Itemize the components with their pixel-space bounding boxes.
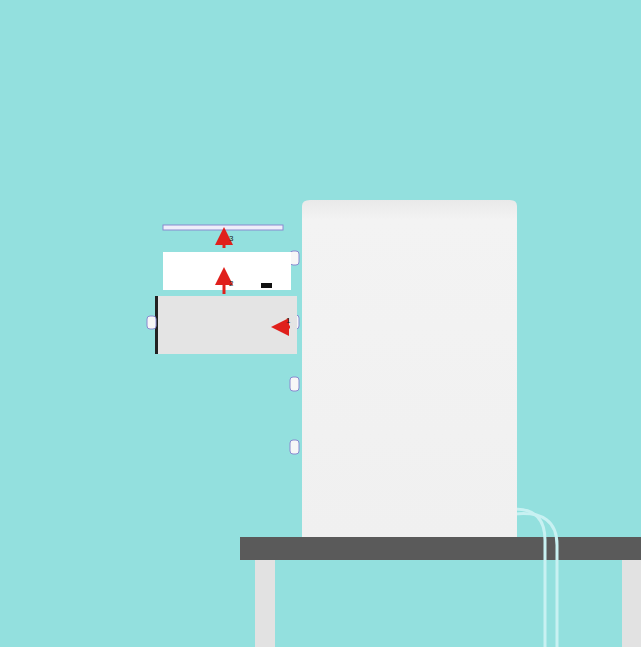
- direction-arrow: [223, 276, 226, 294]
- callout-number: 1: [286, 316, 290, 325]
- callout-number: 3: [229, 234, 233, 243]
- lid-plate: [163, 225, 283, 230]
- table-top: [240, 537, 641, 560]
- table-leg: [255, 560, 275, 647]
- hose: [515, 509, 545, 647]
- cover-box: [163, 252, 291, 290]
- drawer: [156, 296, 297, 354]
- machine-body: [302, 200, 517, 537]
- cover-slot: [261, 283, 272, 288]
- direction-arrow: [223, 236, 226, 248]
- drawer-knob: [147, 316, 156, 329]
- hose: [515, 514, 557, 647]
- direction-arrow: [280, 326, 290, 329]
- table-leg: [622, 560, 641, 647]
- callout-number: 2: [229, 279, 233, 288]
